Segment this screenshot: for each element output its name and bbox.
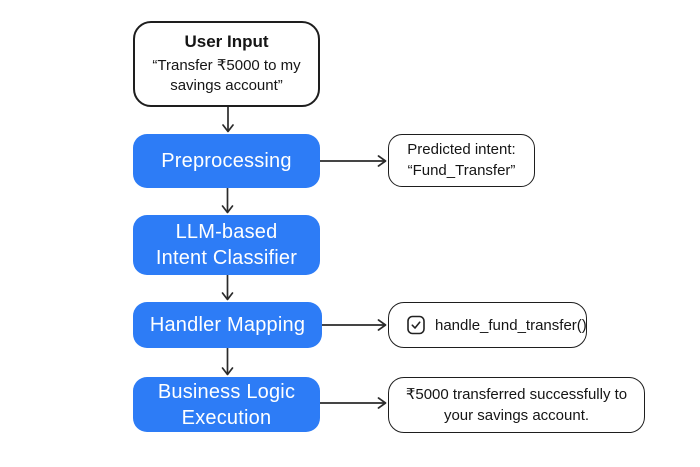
- user-input-quote: “Transfer ₹5000 to my savings account”: [152, 56, 301, 94]
- predicted-intent-line2: “Fund_Transfer”: [407, 161, 516, 179]
- step-label-line2: Intent Classifier: [155, 247, 298, 269]
- step-label: Preprocessing: [161, 150, 292, 172]
- predicted-intent-line1: Predicted intent:: [407, 141, 516, 159]
- step-label-line1: Business Logic: [157, 380, 296, 403]
- checkbox-checked-icon: [407, 315, 425, 335]
- result-message-text: ₹5000 transferred successfully to your s…: [405, 386, 628, 424]
- step-llm-intent-classifier: LLM-based Intent Classifier: [133, 215, 320, 275]
- user-input-title: User Input: [184, 31, 269, 51]
- step-business-logic-execution: Business Logic Execution: [133, 377, 320, 432]
- result-message-box: ₹5000 transferred successfully to your s…: [388, 377, 645, 433]
- user-input-box: User Input “Transfer ₹5000 to my savings…: [133, 21, 320, 107]
- step-label-line2: Execution: [181, 406, 272, 429]
- step-label-line1: LLM-based: [175, 221, 278, 243]
- step-preprocessing: Preprocessing: [133, 134, 320, 188]
- handler-call-box: handle_fund_transfer(): [388, 302, 587, 348]
- step-label: Handler Mapping: [149, 314, 306, 336]
- predicted-intent-box: Predicted intent: “Fund_Transfer”: [388, 134, 535, 187]
- step-handler-mapping: Handler Mapping: [133, 302, 322, 348]
- handler-call-label: handle_fund_transfer(): [435, 316, 587, 334]
